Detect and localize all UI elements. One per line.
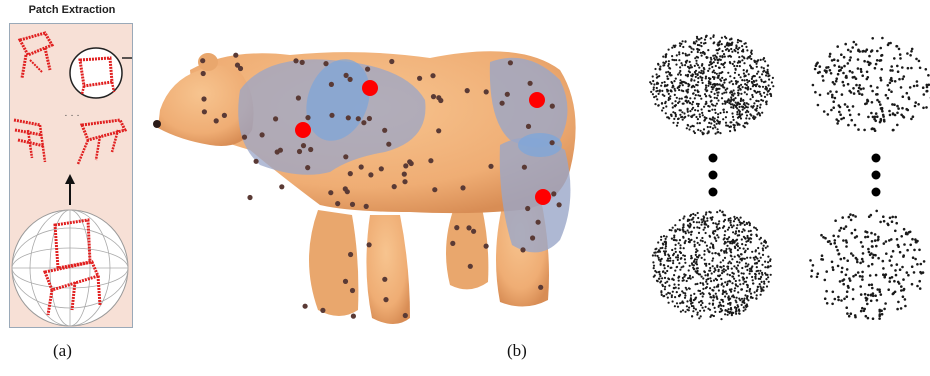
point-cloud-icon [809, 210, 925, 320]
point-cloud-icon [812, 37, 930, 132]
caption-b: (b) [507, 341, 527, 361]
centroid-point [535, 189, 551, 205]
highlight-region-overlap [518, 133, 562, 157]
chair-patch-top-left [20, 33, 52, 78]
vertical-ellipsis-right [872, 154, 881, 197]
zoom-circle-icon [70, 48, 132, 98]
chair-patch-bottom-left [14, 120, 45, 162]
arrow-up-icon [65, 174, 75, 205]
centroid-point [529, 92, 545, 108]
ellipsis-label: · · · [64, 110, 80, 121]
vertical-ellipsis-left [709, 154, 718, 197]
centroid-point [362, 80, 378, 96]
chair-patch-icon [78, 120, 125, 164]
caption-a: (a) [53, 341, 72, 361]
centroid-point [295, 122, 311, 138]
chair-sphere-icon [12, 210, 128, 326]
point-cloud-icon [652, 210, 772, 321]
point-cloud-icon [649, 34, 774, 135]
